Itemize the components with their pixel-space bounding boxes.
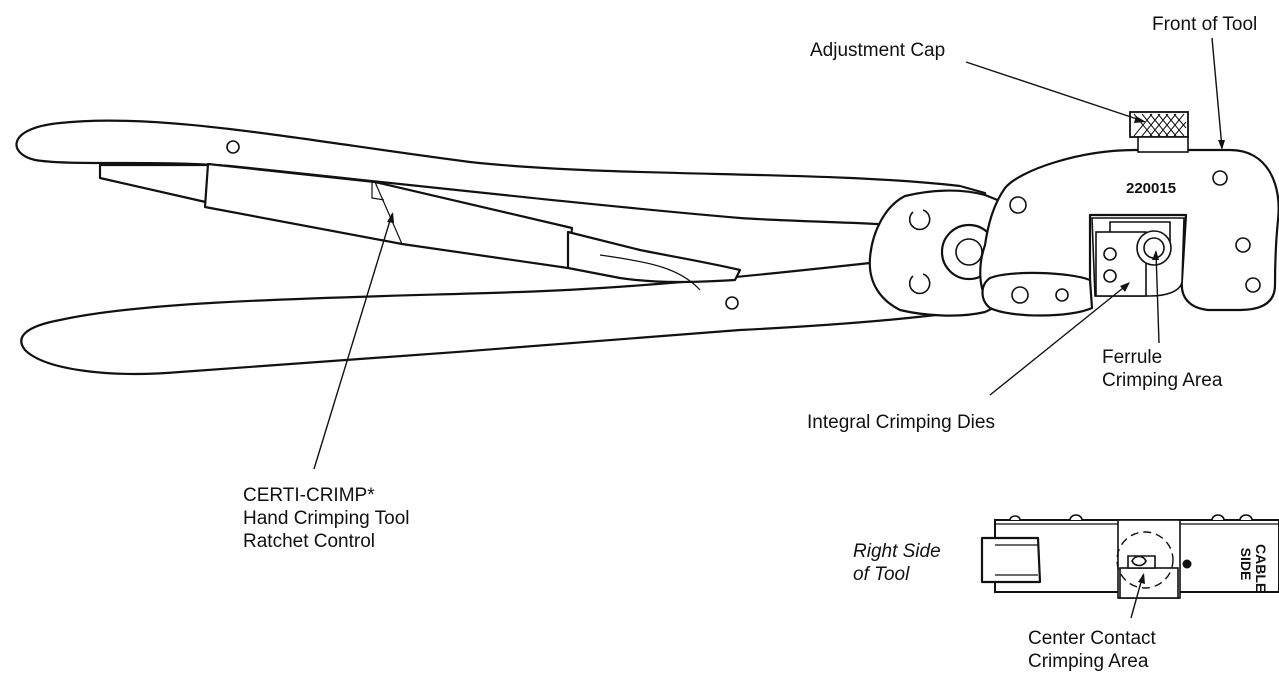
leader-ferrule [1155,251,1160,344]
label-cable-line1: CABLE [1253,544,1269,593]
lower-handle [20,260,987,376]
upper-handle [15,119,987,235]
leader-integral-dies [989,283,1129,396]
main-pivot-inner [955,238,983,266]
head-hole-1 [1009,196,1027,214]
label-ferrule-line2: Crimping Area [1102,370,1223,391]
label-right-side-of-tool: Right Side of Tool [853,540,941,586]
ratchet-bar-left [98,163,212,205]
label-cable-side: CABLE SIDE [1232,544,1269,593]
label-right-side-line1: Right Side [853,541,941,562]
tool-head [979,148,1279,313]
pivot-body [868,189,1012,317]
label-center-contact-crimping-area: Center Contact Crimping Area [1028,627,1156,673]
center-contact-die [1116,531,1174,589]
label-center-contact-line2: Crimping Area [1028,651,1149,672]
head-hole-2 [1212,170,1228,186]
label-certi-line2: Hand Crimping Tool [243,508,410,529]
die-screw-bottom [1103,269,1117,283]
right-side-inset [980,514,1279,599]
label-cable-line2: SIDE [1238,547,1254,581]
label-ferrule-crimping-area: Ferrule Crimping Area [1102,346,1222,392]
die-screw-top [1103,247,1117,261]
part-number: 220015 [1126,180,1176,197]
label-right-side-line2: of Tool [853,564,910,585]
head-hole-3 [1235,237,1251,253]
leader-front-of-tool [1211,37,1223,149]
label-certi-line3: Ratchet Control [243,531,376,552]
handle-hole-lower [725,296,739,310]
label-certi-line1: CERTI-CRIMP* [243,485,375,506]
lower-link [981,271,1094,317]
leader-ratchet-control [313,213,393,470]
inset-handle-stub [980,536,1042,584]
label-integral-crimping-dies: Integral Crimping Dies [807,412,995,433]
label-center-contact-line1: Center Contact [1028,628,1156,649]
head-hole-4 [1245,277,1261,293]
label-front-of-tool: Front of Tool [1152,14,1258,35]
label-adjustment-cap: Adjustment Cap [810,40,946,61]
cable-side-dot [1182,559,1192,569]
label-ferrule-line1: Ferrule [1102,347,1163,368]
ratchet-link [566,230,742,284]
label-ratchet-control: CERTI-CRIMP* Hand Crimping Tool Ratchet … [243,484,410,553]
handle-hole-upper [226,140,240,154]
leader-adjustment-cap [965,61,1144,122]
